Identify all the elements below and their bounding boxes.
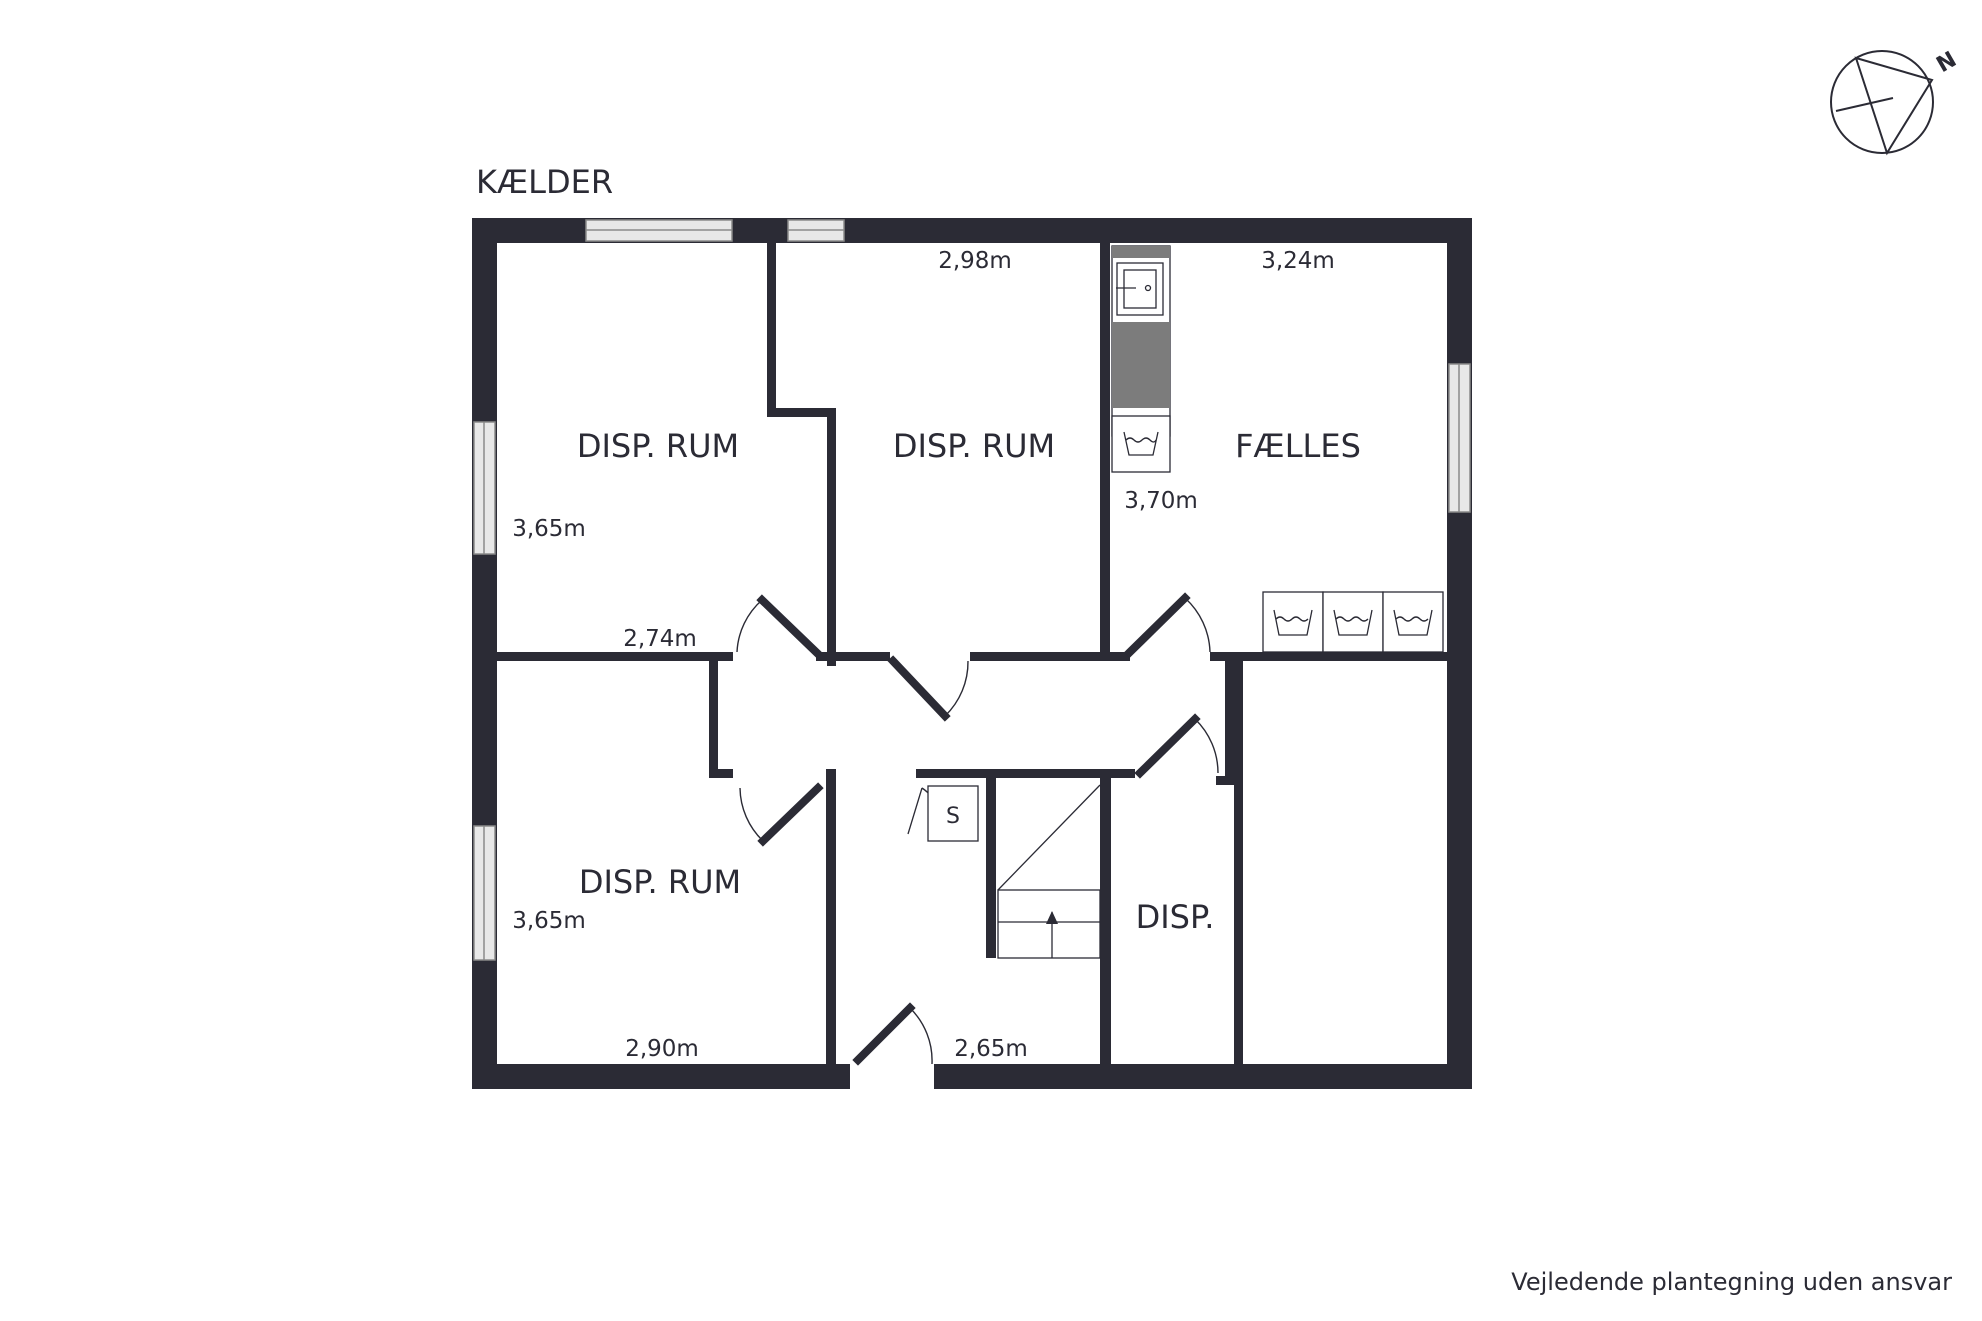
door-bottom-left-room xyxy=(739,782,824,847)
storage-label: S xyxy=(946,804,960,829)
room-label-faelles: FÆLLES xyxy=(1235,427,1361,465)
dim-faelles-depth: 3,70m xyxy=(1124,488,1198,514)
wall-stair-disp xyxy=(1100,778,1111,1064)
fixtures: S xyxy=(927,245,1444,959)
wall-bl-pocket-vertical xyxy=(709,661,718,778)
outer-wall-bottom-left xyxy=(472,1064,850,1089)
window-top-left xyxy=(585,219,733,242)
wall-left-horizontal xyxy=(497,652,733,661)
wall-faelles-bottom xyxy=(1210,652,1447,661)
wall-tm-faelles xyxy=(1100,243,1110,661)
wall-bl-pocket-bottom xyxy=(709,769,733,778)
compass-icon: N xyxy=(1830,47,1961,156)
disclaimer: Vejledende plantegning uden ansvar xyxy=(1511,1268,1952,1296)
wall-tm-bottom-left xyxy=(816,652,890,661)
wall-tm-bottom-right xyxy=(970,652,1130,661)
wall-bl-right xyxy=(826,769,836,1064)
wall-tl-tm-step xyxy=(767,408,836,417)
room-labels: DISP. RUM DISP. RUM FÆLLES DISP. RUM DIS… xyxy=(577,427,1361,936)
outer-wall-bottom-right xyxy=(934,1064,1472,1089)
door-faelles xyxy=(1124,592,1211,658)
door-entrance xyxy=(852,1002,933,1066)
sink-icon xyxy=(1116,262,1164,316)
door-top-middle-room xyxy=(887,655,969,722)
windows xyxy=(473,219,1471,961)
outer-wall-right xyxy=(1447,218,1472,1089)
washing-machine-3-icon xyxy=(1382,591,1444,653)
washing-machine-2-icon xyxy=(1322,591,1384,653)
room-label-top-middle: DISP. RUM xyxy=(893,427,1055,465)
wall-tl-tm-lower xyxy=(827,408,836,666)
wall-right-room-left xyxy=(1234,661,1243,1064)
window-right xyxy=(1448,363,1471,513)
staircase xyxy=(997,784,1101,959)
door-top-left-room xyxy=(736,594,822,658)
dim-top-left-width: 2,74m xyxy=(623,626,697,652)
dim-top-middle-width: 2,98m xyxy=(938,248,1012,274)
dim-top-left-depth: 3,65m xyxy=(512,516,586,542)
dim-faelles-width: 3,24m xyxy=(1261,248,1335,274)
room-label-bottom-left: DISP. RUM xyxy=(579,863,741,901)
wall-corridor-right-upper xyxy=(1225,661,1234,776)
wall-stair-top xyxy=(916,769,1135,778)
dim-bottom-left-width: 2,90m xyxy=(625,1036,699,1062)
door-disp-small xyxy=(1134,713,1219,779)
floor-title: KÆLDER xyxy=(476,163,613,201)
window-top-middle xyxy=(787,219,845,242)
room-label-disp-small: DISP. xyxy=(1136,898,1215,936)
washbasin-icon xyxy=(1111,415,1171,473)
wall-tl-tm-upper xyxy=(767,243,776,413)
dim-hall-width: 2,65m xyxy=(954,1036,1028,1062)
window-left-lower xyxy=(473,825,496,961)
dim-bottom-left-depth: 3,65m xyxy=(512,908,586,934)
room-label-top-left: DISP. RUM xyxy=(577,427,739,465)
walls xyxy=(472,218,1472,1089)
window-left-upper xyxy=(473,421,496,555)
stair-arrow-icon xyxy=(1046,911,1058,924)
storage-box: S xyxy=(927,785,979,842)
wall-disp-top-right xyxy=(1216,776,1234,785)
dimensions: 2,98m 3,24m 3,70m 3,65m 2,74m 3,65m 2,90… xyxy=(512,248,1335,1062)
doors xyxy=(736,592,1219,1066)
wall-stair-left xyxy=(986,778,996,958)
washing-machine-1-icon xyxy=(1262,591,1324,653)
compass-north-label: N xyxy=(1933,47,1961,78)
